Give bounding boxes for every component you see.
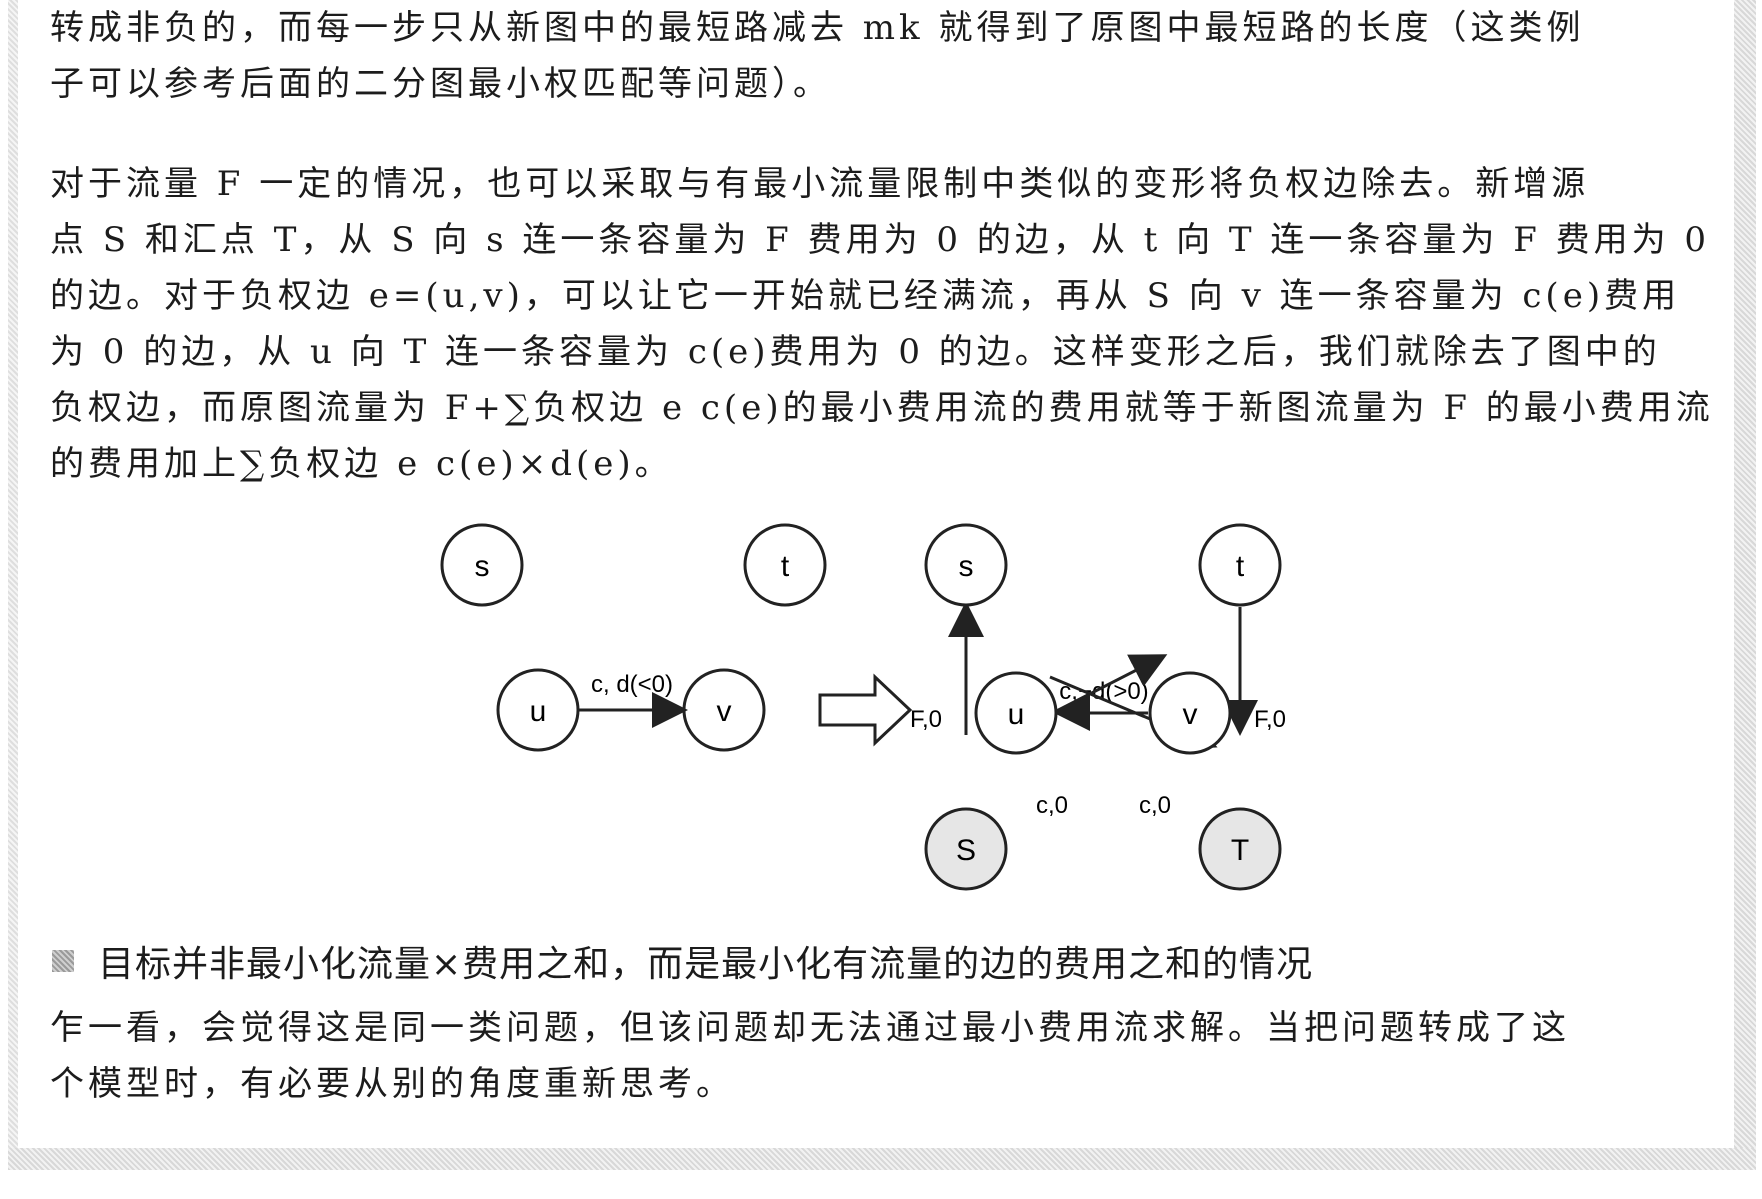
text-line: 点 S 和汇点 T，从 S 向 s 连一条容量为 F 费用为 0 的边，从 t … bbox=[50, 220, 1711, 260]
node-S-source bbox=[924, 807, 1008, 891]
text-line: 子可以参考后面的二分图最小权匹配等问题）。 bbox=[50, 64, 831, 104]
edge-S-s-label: F,0 bbox=[910, 706, 942, 733]
page-edge-right bbox=[1734, 0, 1756, 1170]
node-t-left bbox=[743, 523, 827, 607]
text-line: 对于流量 F 一定的情况，也可以采取与有最小流量限制中类似的变形将负权边除去。新… bbox=[50, 164, 1590, 204]
paragraph-negative-edges: 对于流量 F 一定的情况，也可以采取与有最小流量限制中类似的变形将负权边除去。新… bbox=[50, 156, 1720, 492]
node-t-left-label: t bbox=[781, 550, 790, 583]
text-line: 个模型时，有必要从别的角度重新思考。 bbox=[50, 1064, 734, 1104]
text-line: 负权边，而原图流量为 F+∑负权边 e c(e)的最小费用流的费用就等于新图流量… bbox=[50, 388, 1714, 428]
left-graph: s t u v c, d(<0) bbox=[440, 523, 827, 752]
graph-transformation-diagram: s t u v c, d(<0) F,0 F,0 c,−d(>0) c,0 c,… bbox=[440, 523, 1286, 891]
node-T-sink-label: T bbox=[1231, 834, 1249, 867]
section-heading: 目标并非最小化流量×费用之和，而是最小化有流量的边的费用之和的情况 bbox=[52, 935, 1313, 987]
node-s-right-label: s bbox=[959, 550, 974, 583]
node-v-left-label: v bbox=[717, 695, 732, 728]
node-t-right-label: t bbox=[1236, 550, 1245, 583]
page-edge-bottom bbox=[8, 1148, 1756, 1170]
text-line: 的费用加上∑负权边 e c(e)×d(e)。 bbox=[50, 444, 673, 484]
text-line: 的边。对于负权边 e=(u,v)，可以让它一开始就已经满流，再从 S 向 v 连… bbox=[50, 276, 1681, 316]
node-S-source-label: S bbox=[956, 834, 976, 867]
paragraph-closing: 乍一看，会觉得这是同一类问题，但该问题却无法通过最小费用流求解。当把问题转成了这… bbox=[50, 1000, 1720, 1112]
node-t-right bbox=[1198, 523, 1282, 607]
transform-arrow-icon bbox=[818, 673, 913, 747]
node-u-left-label: u bbox=[530, 695, 547, 728]
node-s-left-label: s bbox=[475, 550, 490, 583]
page-edge-left bbox=[8, 0, 18, 1170]
text-line: 转成非负的，而每一步只从新图中的最短路减去 mk 就得到了原图中最短路的长度（这… bbox=[50, 8, 1585, 48]
section-heading-text: 目标并非最小化流量×费用之和，而是最小化有流量的边的费用之和的情况 bbox=[98, 944, 1314, 985]
edge-t-T-label: F,0 bbox=[1254, 706, 1286, 733]
edge-u-T-label: c,0 bbox=[1139, 792, 1171, 819]
right-graph: F,0 F,0 c,−d(>0) c,0 c,0 s t u v S T bbox=[910, 523, 1286, 891]
text-line: 为 0 的边，从 u 向 T 连一条容量为 c(e)费用为 0 的边。这样变形之… bbox=[50, 332, 1661, 372]
bullet-square-icon bbox=[52, 950, 74, 972]
node-u-right-label: u bbox=[1008, 698, 1025, 731]
node-T-sink bbox=[1198, 807, 1282, 891]
node-s-right bbox=[924, 523, 1008, 607]
node-u-right bbox=[974, 671, 1058, 755]
paragraph-intro: 转成非负的，而每一步只从新图中的最短路减去 mk 就得到了原图中最短路的长度（这… bbox=[50, 0, 1720, 112]
edge-S-v-label: c,0 bbox=[1036, 792, 1068, 819]
node-v-right bbox=[1148, 671, 1232, 755]
node-v-right-label: v bbox=[1183, 698, 1198, 731]
edge-u-v-label: c, d(<0) bbox=[591, 671, 673, 698]
text-line: 乍一看，会觉得这是同一类问题，但该问题却无法通过最小费用流求解。当把问题转成了这 bbox=[50, 1008, 1570, 1048]
node-s-left bbox=[440, 523, 524, 607]
